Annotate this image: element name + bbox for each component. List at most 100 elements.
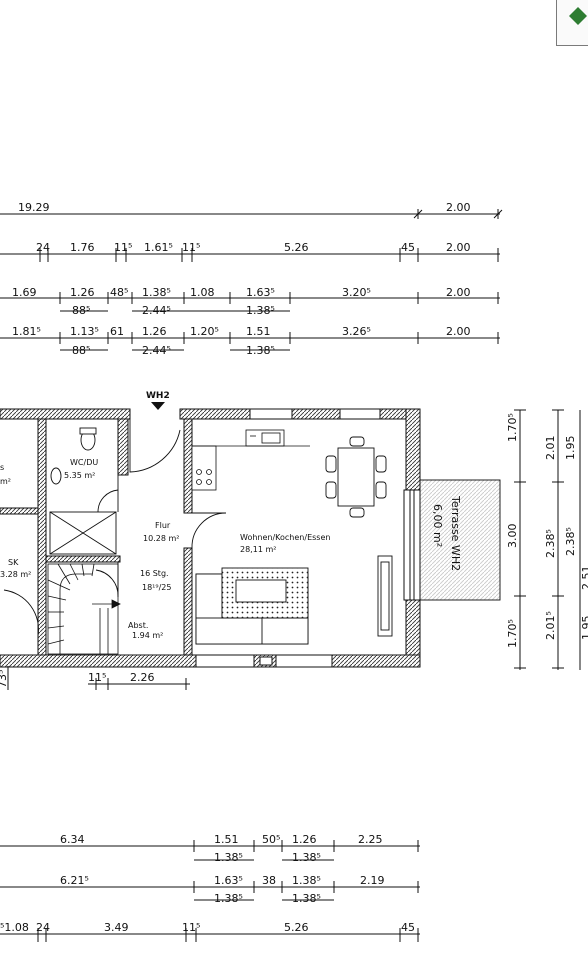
room-label-terrace: Terrasse WH2 [449,495,462,571]
doors [3,419,227,637]
dim-text: 38 [262,874,276,887]
dim-text: 1.81⁵ [12,325,41,338]
dim-text: 1.20⁵ [190,325,219,338]
dim-text: 1.61⁵ [144,241,173,254]
room-label-abst: Abst. [128,621,148,630]
dimension-row-1 [0,209,503,219]
dining-table [325,436,387,518]
dim-text: 3.26⁵ [342,325,371,338]
stairs-label: 16 Stg. [140,569,169,578]
dimension-row-4 [0,332,500,351]
dim-text: 24 [36,241,50,254]
dim-text: 6.21⁵ [60,874,89,887]
dim-text: 1.38⁵ [142,286,171,299]
dim-text: 2.26 [130,671,155,684]
dim-text: 1.63⁵ [214,874,243,887]
dim-text: 1.76 [70,241,95,254]
dim-text: 48⁵ [110,286,128,299]
dim-text: 2.19 [360,874,385,887]
dimension-row-6 [0,881,420,901]
dim-text: 1.38⁵ [246,344,275,357]
wc-fixtures [49,427,117,555]
dim-text: 1.26 [142,325,167,338]
dimension-row-7 [0,928,420,942]
vdim-text: 1.95 [564,436,577,461]
room-area-left: m² [0,477,11,486]
vdim-text: 2.51 [580,566,588,591]
dim-text: 50⁵ [262,833,280,846]
dim-text: 11⁵ [182,921,200,934]
room-area-abst: 1.94 m² [132,631,163,640]
dim-text: 6.34 [60,833,85,846]
dim-text: 1.08 [190,286,215,299]
mid-dimension [7,666,190,690]
dim-text: 2.00 [446,201,471,214]
dim-text: 61 [110,325,124,338]
dim-text: 45 [401,921,415,934]
dim-text: 1.38⁵ [214,851,243,864]
room-label-left: s [0,463,4,472]
room-label-wc: WC/DU [70,458,98,467]
staircase [47,563,121,655]
dim-text: 24 [36,921,50,934]
vdim-text: 3.00 [506,524,519,549]
dim-text: 1.26 [70,286,95,299]
room-area-living: 28,11 m² [240,545,276,554]
dim-text: 2.44⁵ [142,304,171,317]
room-area-wc: 5.35 m² [64,471,95,480]
kitchen [191,429,310,491]
dim-text: 88⁵ [72,344,90,357]
room-label-sk: SK [8,558,19,567]
vdim-text: 2.38⁵ [544,529,557,558]
dim-text: 88⁵ [72,304,90,317]
dim-text: ⁵1.08 [0,921,29,934]
dimension-row-2 [0,248,500,262]
vdim-text: 2.01 [544,436,557,461]
unit-marker-label: WH2 [146,391,170,401]
dim-text: 1.26 [292,833,317,846]
dim-text: 1.38⁵ [246,304,275,317]
dim-text: 5.26 [284,241,309,254]
dimension-row-5 [0,840,420,861]
vdim-text: 2.01⁵ [544,611,557,640]
room-area-sk: 3.28 m² [0,570,31,579]
dim-text: 2.44⁵ [142,344,171,357]
navigation-button[interactable] [556,0,588,46]
dim-text: 1.38⁵ [292,851,321,864]
dim-text: 19.29 [18,201,50,214]
dim-text: 11⁵ [88,671,106,684]
dim-text: 2.00 [446,286,471,299]
dim-text: 3.49 [104,921,129,934]
dim-text: 1.38⁵ [214,892,243,905]
dim-text: 1.63⁵ [246,286,275,299]
room-area-flur: 10.28 m² [143,534,179,543]
dim-text: 1.13⁵ [70,325,99,338]
dim-text: 1.51 [214,833,239,846]
unit-marker-arrow [151,402,165,410]
dimension-row-3 [0,292,500,312]
dim-text: 1.38⁵ [292,874,321,887]
vdim-text: 1.95 [580,616,588,641]
dim-text: 3.20⁵ [342,286,371,299]
dim-text: 73⁵ [0,670,9,688]
vertical-dimensions [514,409,581,670]
dim-text: 2.00 [446,241,471,254]
dim-text: 1.51 [246,325,271,338]
sideboard [377,555,393,637]
room-label-flur: Flur [155,521,171,530]
dim-text: 1.69 [12,286,37,299]
nav-arrow-icon [569,7,587,25]
dim-text: 2.25 [358,833,383,846]
room-area-terrace: 6,00 m² [431,504,444,547]
room-label-living: Wohnen/Kochen/Essen [240,533,330,542]
dim-text: 5.26 [284,921,309,934]
dim-text: 2.00 [446,325,471,338]
walls [0,408,421,668]
dim-text: 1.38⁵ [292,892,321,905]
terrace [419,479,501,601]
dim-text: 11⁵ [114,241,132,254]
dim-text: 45 [401,241,415,254]
dim-text: 11⁵ [182,241,200,254]
stairs-ratio: 18¹⁹/25 [142,583,171,592]
